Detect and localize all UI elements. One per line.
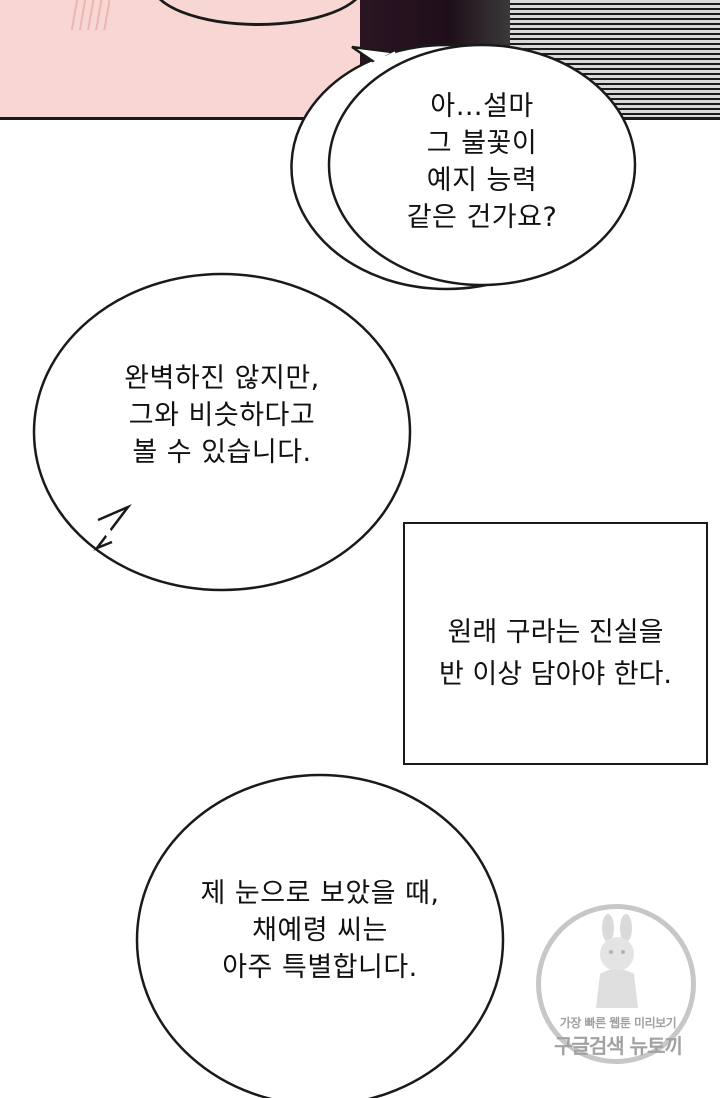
speech-bubble-1-text: 아…설마 그 불꽃이 예지 능력 같은 건가요? [392, 88, 572, 236]
speech-bubble-2 [32, 272, 412, 592]
bubble-line: 그 불꽃이 [426, 128, 538, 159]
narration-text: 원래 구라는 진실을 반 이상 담아야 한다. [405, 612, 706, 696]
speech-bubble-2-text: 완벽하진 않지만, 그와 비슷하다고 볼 수 있습니다. [92, 360, 352, 471]
bubble-line: 채예령 씨는 [252, 915, 388, 946]
bunny-mascot-icon [596, 914, 638, 1008]
bubble-line: 제 눈으로 보았을 때, [200, 878, 440, 909]
narration-box: 원래 구라는 진실을 반 이상 담아야 한다. [403, 522, 708, 765]
watermark-caption: 가장 빠른 웹툰 미리보기 [559, 1016, 677, 1030]
bubble-line: 볼 수 있습니다. [132, 437, 312, 468]
narration-line: 반 이상 담아야 한다. [438, 659, 673, 690]
narration-line: 원래 구라는 진실을 [447, 617, 664, 648]
bubble-line: 아주 특별합니다. [222, 952, 418, 983]
speech-bubble-3-text: 제 눈으로 보았을 때, 채예령 씨는 아주 특별합니다. [170, 875, 470, 986]
watermark: 가장 빠른 웹툰 미리보기 구글검색 뉴토끼 [528, 900, 708, 1080]
blush-marks [70, 0, 110, 30]
bubble-line: 아…설마 [430, 91, 534, 122]
speech-bubble-2-tail [93, 503, 132, 551]
bubble-line: 완벽하진 않지만, [124, 363, 320, 394]
bubble-line: 예지 능력 [426, 165, 538, 196]
bubble-line: 같은 건가요? [406, 202, 558, 233]
speech-bubble-1-body [327, 43, 637, 287]
watermark-ring [536, 904, 696, 1064]
speech-bubble-3 [135, 773, 505, 1098]
speech-bubble-1-tail [351, 45, 393, 64]
watermark-title: 구글검색 뉴토끼 [554, 1034, 683, 1058]
bubble-line: 그와 비슷하다고 [128, 400, 316, 431]
